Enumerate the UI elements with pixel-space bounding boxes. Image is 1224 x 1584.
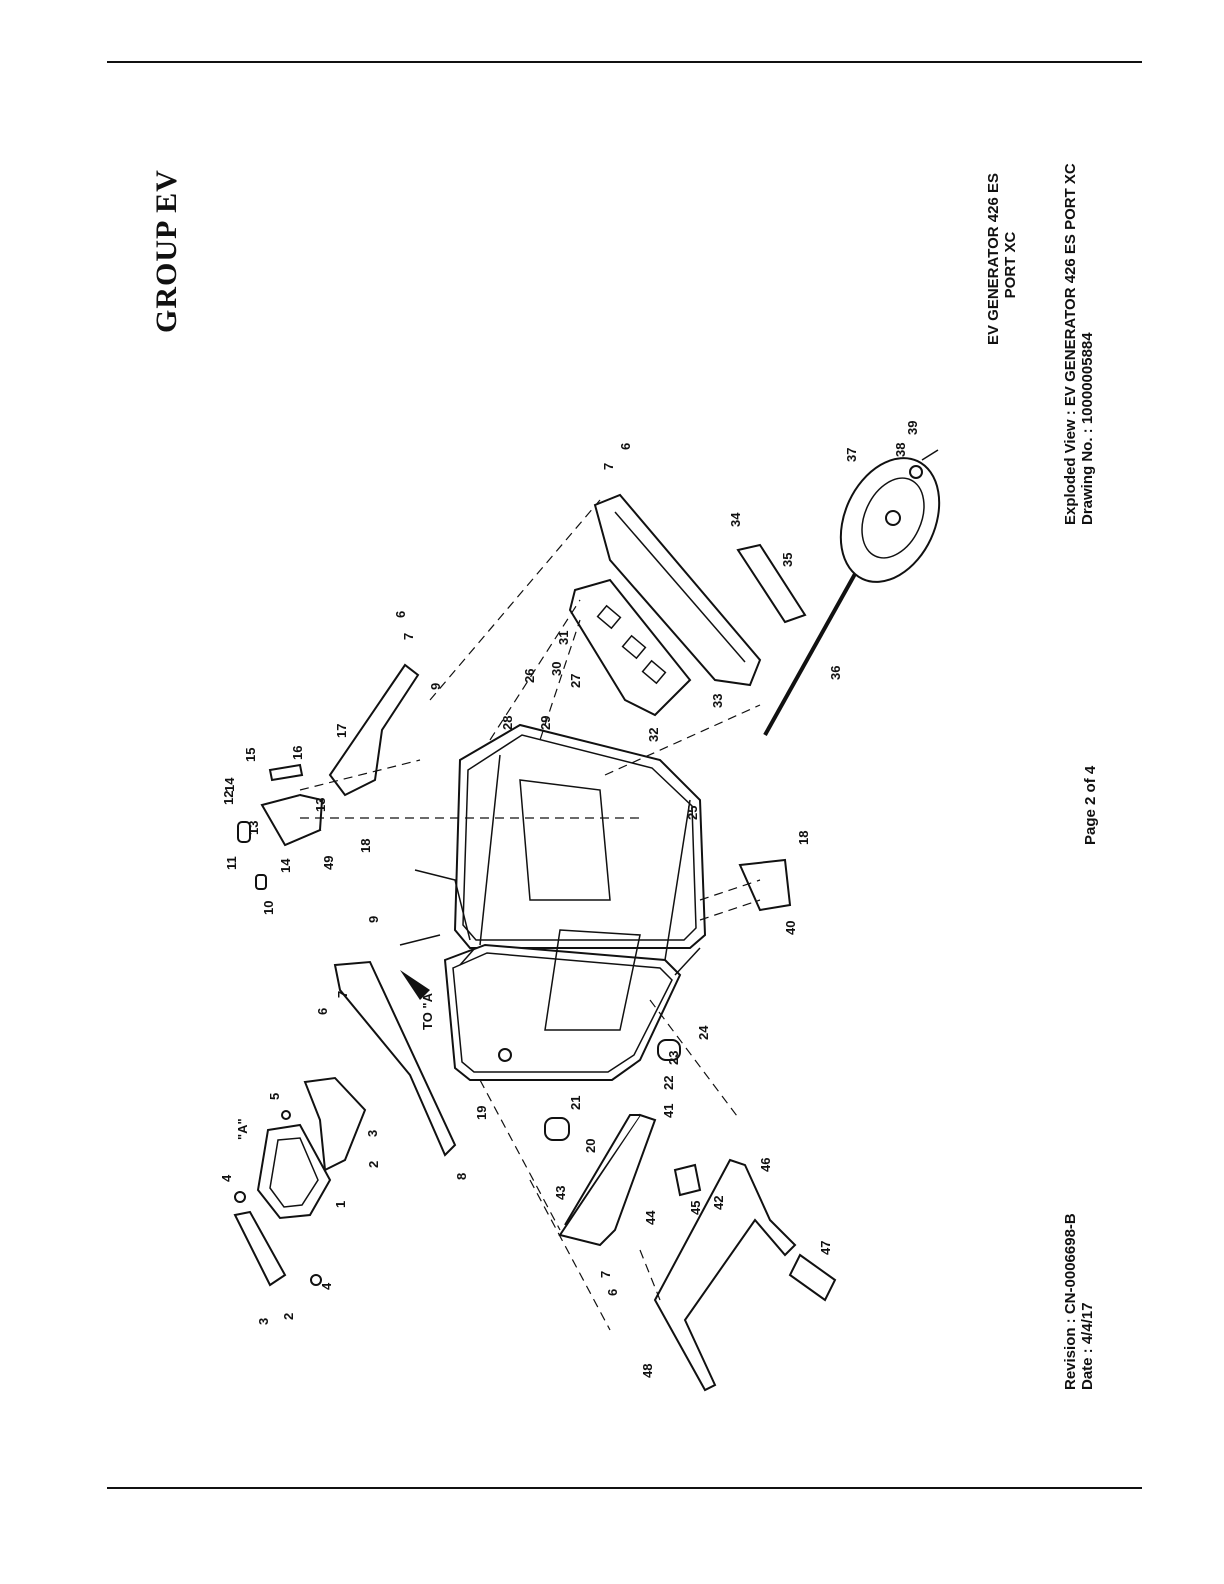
callout: 41 bbox=[661, 1104, 676, 1118]
callout: 23 bbox=[666, 1051, 681, 1065]
foot-40 bbox=[738, 858, 792, 912]
callout: 32 bbox=[646, 728, 661, 742]
guide-lines bbox=[299, 499, 761, 1331]
callout: 21 bbox=[568, 1096, 583, 1110]
callout: 31 bbox=[556, 631, 571, 645]
callout: 47 bbox=[818, 1241, 833, 1255]
callout: 8 bbox=[454, 1173, 469, 1180]
callout: 20 bbox=[583, 1139, 598, 1153]
callout: 33 bbox=[710, 694, 725, 708]
callout: 2 bbox=[366, 1161, 381, 1168]
callout: 13 bbox=[313, 798, 328, 812]
callout: 35 bbox=[780, 553, 795, 567]
callout-labels: 1 2 2 3 3 4 4 5 6 6 6 6 7 7 7 7 8 9 9 10… bbox=[219, 421, 920, 1378]
callout: 26 bbox=[522, 669, 537, 683]
callout: 39 bbox=[905, 421, 920, 435]
callout: 6 bbox=[618, 443, 633, 450]
callout: 45 bbox=[688, 1201, 703, 1215]
callout: 13 bbox=[246, 821, 261, 835]
callout: 37 bbox=[844, 448, 859, 462]
callout: 9 bbox=[428, 683, 443, 690]
main-frame bbox=[414, 723, 707, 1081]
callout: 7 bbox=[401, 633, 416, 640]
callout: 12 bbox=[221, 791, 236, 805]
callout: 43 bbox=[553, 1186, 568, 1200]
callout: 9 bbox=[366, 916, 381, 923]
callout: 6 bbox=[315, 1008, 330, 1015]
clip-10 bbox=[255, 874, 267, 890]
callout: 25 bbox=[685, 806, 700, 820]
bracket-16 bbox=[268, 763, 304, 782]
callout: 46 bbox=[758, 1158, 773, 1172]
side-cover-33 bbox=[593, 493, 762, 687]
callout: 4 bbox=[219, 1174, 234, 1182]
callout: 15 bbox=[243, 748, 258, 762]
bushing-20 bbox=[544, 1117, 570, 1141]
grip-47 bbox=[788, 1253, 837, 1302]
callout: 3 bbox=[256, 1318, 271, 1325]
callout: 22 bbox=[661, 1076, 676, 1090]
label-35 bbox=[736, 543, 807, 624]
top-brace-17 bbox=[328, 663, 420, 797]
to-a-arrow bbox=[400, 970, 430, 1000]
callout: 3 bbox=[365, 1130, 380, 1137]
callout: 49 bbox=[321, 856, 336, 870]
callout: 48 bbox=[640, 1364, 655, 1378]
callout: 24 bbox=[696, 1025, 711, 1040]
rail-43 bbox=[564, 1114, 640, 1226]
callout: 18 bbox=[796, 831, 811, 845]
callout: 19 bbox=[474, 1106, 489, 1120]
handle-assembly bbox=[233, 1076, 367, 1287]
callout: 6 bbox=[393, 611, 408, 618]
callout: 17 bbox=[334, 724, 349, 738]
side-panel-8 bbox=[333, 960, 457, 1157]
to-a-label: TO "A" bbox=[420, 987, 435, 1030]
callout: 38 bbox=[893, 443, 908, 457]
callout: 16 bbox=[290, 746, 305, 760]
callout: 2 bbox=[281, 1313, 296, 1320]
callout: 14 bbox=[222, 777, 237, 792]
callout: 10 bbox=[261, 901, 276, 915]
callout: 30 bbox=[549, 662, 564, 676]
ref-a-label: "A" bbox=[235, 1118, 250, 1140]
callout: 7 bbox=[598, 1271, 613, 1278]
callout: 7 bbox=[601, 463, 616, 470]
callout: 11 bbox=[224, 856, 239, 870]
wheel-37 bbox=[839, 457, 941, 583]
callout: 42 bbox=[711, 1196, 726, 1210]
washer-38 bbox=[909, 465, 923, 479]
callout: 5 bbox=[267, 1093, 282, 1100]
callout: 29 bbox=[538, 716, 553, 730]
callout: 1 bbox=[333, 1201, 348, 1208]
callout: 36 bbox=[828, 666, 843, 680]
callout: 4 bbox=[319, 1282, 334, 1290]
fuel-cap-11 bbox=[237, 821, 251, 843]
callout: 40 bbox=[783, 921, 798, 935]
callout: 6 bbox=[605, 1289, 620, 1296]
callout: 14 bbox=[278, 858, 293, 873]
top-rule bbox=[107, 61, 1142, 63]
rail-44 bbox=[558, 1113, 657, 1247]
handle-46 bbox=[653, 1158, 797, 1392]
callout: 28 bbox=[500, 716, 515, 730]
pin-39 bbox=[921, 449, 939, 461]
callout: 34 bbox=[728, 512, 743, 527]
bracket-45 bbox=[673, 1163, 702, 1197]
bushing-23 bbox=[657, 1039, 681, 1061]
callout: 44 bbox=[643, 1210, 658, 1225]
axle-36 bbox=[763, 564, 862, 736]
callout: 27 bbox=[568, 674, 583, 688]
callout: 7 bbox=[335, 991, 350, 998]
bottom-rule bbox=[107, 1487, 1142, 1489]
callout: 18 bbox=[358, 839, 373, 853]
